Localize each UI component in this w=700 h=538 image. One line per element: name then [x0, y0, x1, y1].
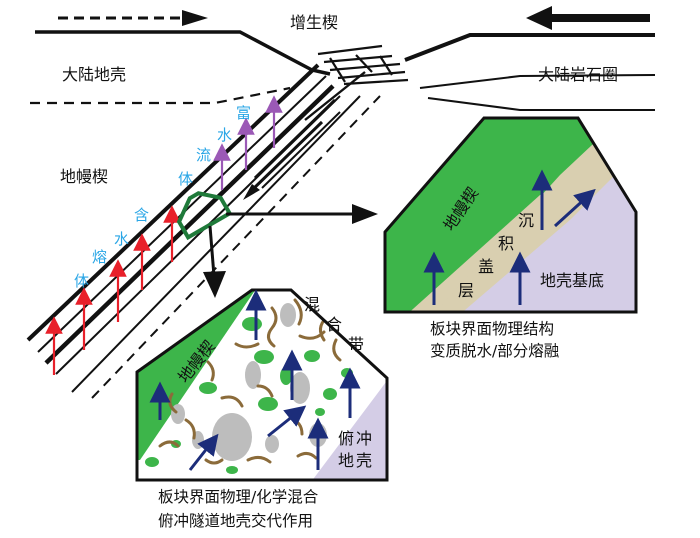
bottom-caption-line-1: 板块界面物理/化学混合 — [158, 488, 319, 506]
subducting-crust-char-3: 地 — [338, 451, 354, 470]
left-plate-motion-arrow — [58, 10, 208, 26]
right-plate-base — [427, 97, 655, 111]
left-inset-arrows — [149, 289, 361, 471]
pointer-to-left-inset — [203, 225, 226, 298]
rich-water-char-1: 富 — [236, 104, 251, 122]
continental-lithosphere-label: 大陆岩石圈 — [538, 65, 618, 84]
interface-highlight-box — [176, 191, 233, 241]
accretionary-wedge-label: 增生楔 — [290, 13, 338, 32]
left-moho-dashed — [30, 86, 291, 105]
pointer-to-right-inset — [226, 204, 378, 224]
continental-crust-surface — [35, 30, 331, 76]
main-cross-section: 增生楔 大陆地壳 大陆岩石圈 地幔楔 流 体 富 水 熔 体 含 水 — [26, 6, 656, 399]
right-inset: 地幔楔 层 盖 积 沉 地壳基底 板块界面物理结构 变质脱水/部分熔融 — [383, 116, 638, 360]
fluid-char-2: 体 — [178, 170, 193, 188]
right-plate-mid — [419, 74, 656, 89]
fluid-arrows — [213, 95, 283, 190]
melange-green-blobs — [145, 317, 353, 474]
subducting-crust-char-2: 冲 — [356, 429, 372, 448]
contain-water-char-1: 含 — [134, 206, 149, 224]
subducting-crust-char-4: 壳 — [356, 451, 372, 470]
mantle-wedge-label: 地幔楔 — [60, 167, 108, 186]
melange-char-3: 带 — [348, 335, 364, 354]
melange-gray-blobs — [171, 303, 327, 461]
continental-crust-label: 大陆地壳 — [62, 65, 126, 84]
melt-arrows — [45, 205, 181, 375]
crust-basement-label: 地壳基底 — [540, 271, 604, 290]
melange-char-2: 合 — [326, 315, 342, 334]
left-inset: 地幔楔 混 合 带 俯 冲 地 壳 板块界面物理/化学混合 俯冲隧道地壳交代作用 — [135, 288, 389, 530]
right-inset-frame — [383, 116, 638, 314]
sediment-char-2: 盖 — [478, 257, 494, 276]
subducting-crust-char-1: 俯 — [338, 429, 354, 448]
contain-water-char-2: 水 — [114, 230, 129, 248]
sediment-char-3: 积 — [498, 234, 514, 253]
right-inset-arrows — [423, 169, 596, 305]
fluid-char-1: 流 — [196, 146, 211, 164]
melt-char-2: 体 — [74, 272, 89, 290]
melange-char-1: 混 — [304, 295, 320, 314]
right-caption-line-2: 变质脱水/部分熔融 — [430, 342, 559, 360]
channel-return-arrow — [243, 71, 366, 200]
accretionary-wedge-faults — [317, 44, 409, 86]
right-plate-top — [404, 33, 655, 62]
right-caption-line-1: 板块界面物理结构 — [430, 320, 554, 338]
rich-water-char-2: 水 — [217, 126, 232, 144]
left-inset-subducting-crust — [305, 370, 387, 480]
melt-char-1: 熔 — [92, 248, 107, 266]
melange-brown-veins — [158, 298, 342, 465]
sediment-char-4: 沉 — [518, 211, 534, 230]
sediment-char-1: 层 — [458, 281, 474, 300]
right-plate-motion-arrow — [526, 6, 650, 30]
bottom-caption-line-2: 俯冲隧道地壳交代作用 — [158, 512, 313, 530]
